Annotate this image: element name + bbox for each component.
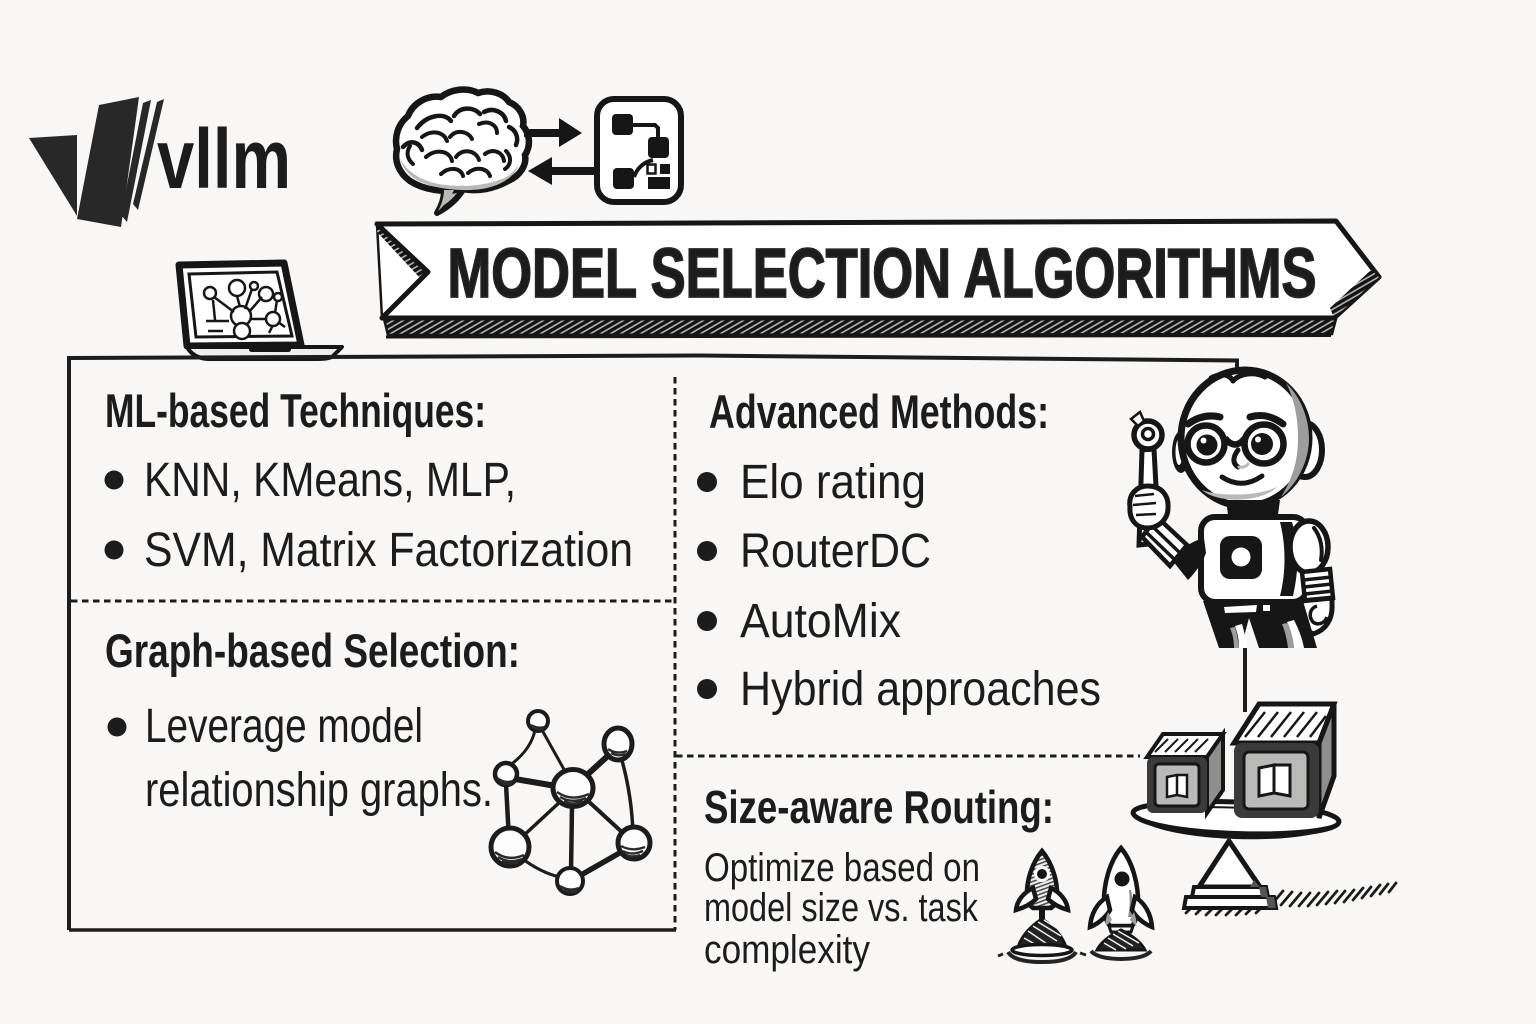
svg-text:relationship graphs.: relationship graphs.	[145, 764, 493, 817]
svg-text:RouterDC: RouterDC	[740, 525, 931, 578]
svg-text:Optimize based on: Optimize based on	[704, 846, 980, 890]
svg-text:complexity: complexity	[704, 928, 870, 972]
svg-text:Elo rating: Elo rating	[740, 456, 926, 509]
svg-text:Size-aware Routing:: Size-aware Routing:	[704, 781, 1054, 833]
svg-text:AutoMix: AutoMix	[740, 595, 901, 648]
svg-text:KNN, KMeans, MLP,: KNN, KMeans, MLP,	[144, 454, 516, 507]
svg-text:Advanced Methods:: Advanced Methods:	[709, 385, 1049, 438]
svg-text:Leverage model: Leverage model	[145, 700, 423, 753]
svg-text:Hybrid approaches: Hybrid approaches	[740, 663, 1101, 716]
svg-text:vllm: vllm	[157, 112, 291, 206]
svg-text:SVM, Matrix Factorization: SVM, Matrix Factorization	[144, 524, 633, 577]
svg-text:model size vs. task: model size vs. task	[704, 886, 979, 930]
svg-text:Graph-based Selection:: Graph-based Selection:	[105, 624, 520, 677]
svg-text:ML-based Techniques:: ML-based Techniques:	[105, 384, 486, 437]
svg-text:MODEL SELECTION ALGORITHMS: MODEL SELECTION ALGORITHMS	[448, 234, 1317, 312]
